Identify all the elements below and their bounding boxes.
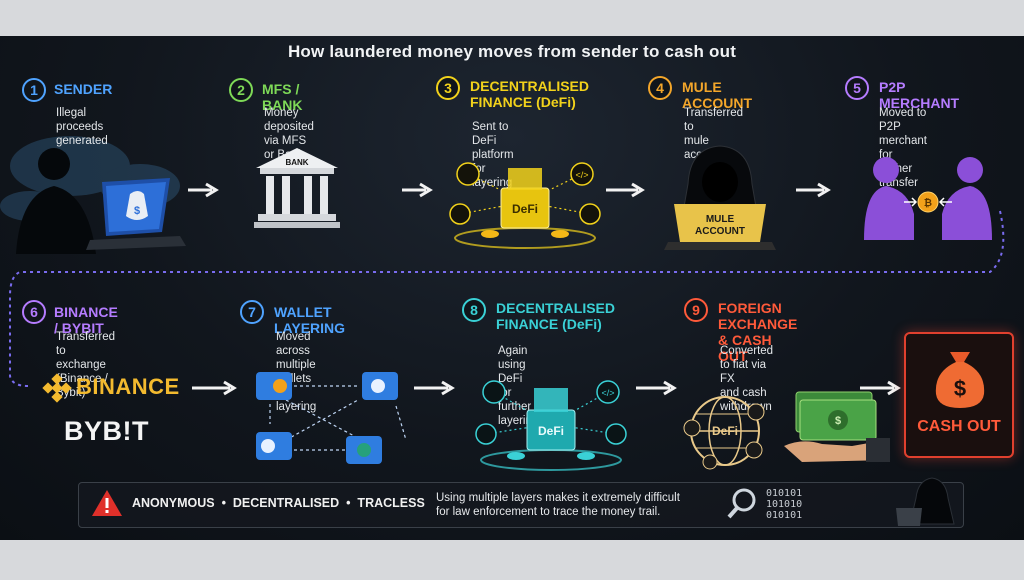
hooded-hacker-icon [896, 477, 955, 526]
step-description: Money deposited via MFS or Bank [264, 106, 314, 162]
mule-account-sign: MULE ACCOUNT [680, 214, 760, 238]
poster: How laundered money moves from sender to… [0, 36, 1024, 540]
warning-bar [78, 482, 964, 528]
svg-text:$: $ [134, 205, 140, 217]
flow-arrow [860, 380, 901, 396]
step-number-badge: 7 [240, 300, 264, 324]
fx-defi-label: DeFi [711, 424, 738, 438]
hooded-figure-laptop-icon [664, 145, 776, 250]
binary-line: 010101 [766, 488, 803, 499]
step-title: P2P MERCHANT [879, 79, 960, 111]
bank-building-icon [254, 148, 340, 228]
warning-keywords: ANONYMOUS • DECENTRALISED • TRACLESS [132, 496, 425, 510]
flow-arrow [606, 182, 645, 198]
step-title-line: & CASH OUT [718, 332, 772, 364]
warning-message-line: for law enforcement to trace the money t… [436, 506, 661, 518]
mule-sign-line: MULE [705, 214, 735, 225]
step-title-line: FINANCE (DeFi) [496, 316, 602, 332]
connector-row-link [9, 210, 1005, 387]
svg-text:$: $ [835, 415, 841, 427]
step-number-badge: 5 [845, 76, 869, 100]
step-title: SENDER [54, 81, 113, 97]
step-number-badge: 3 [436, 76, 460, 100]
wallet-network-icon [256, 372, 407, 464]
step-description: Illegal proceeds generated [56, 106, 108, 148]
defi-network-icon: </> [475, 380, 627, 471]
defi-network-icon: </> [449, 162, 601, 249]
step-number-badge: 4 [648, 76, 672, 100]
page-title: How laundered money moves from sender to… [287, 42, 737, 61]
step-description-line: Moved to P2P merchant [879, 107, 927, 147]
bybit-wordmark: BYB!T [64, 416, 149, 446]
flow-arrow [192, 380, 237, 396]
step-title: DECENTRALISED FINANCE (DeFi) [470, 78, 589, 110]
step-title: WALLET LAYERING [274, 304, 346, 336]
step-number-badge: 1 [22, 78, 46, 102]
p2p-exchange-icon: ₿ [864, 157, 992, 240]
step-title: MULE ACCOUNT [682, 79, 752, 111]
flow-arrow [796, 182, 831, 198]
step-number-badge: 8 [462, 298, 486, 322]
defi-label: DeFi [537, 424, 564, 438]
warning-triangle-icon [92, 490, 122, 516]
binance-logo-icon [42, 373, 72, 403]
step-description-line: Converted to fiat via FX [720, 345, 774, 385]
step-title-line: DECENTRALISED [496, 300, 616, 316]
svg-text:₿: ₿ [924, 197, 932, 209]
svg-text:</>: </> [601, 388, 614, 398]
binary-line: 010101 [766, 510, 803, 521]
hacker-laptop-icon: $ [16, 148, 186, 254]
step-description-line: Transferred to exchange [56, 331, 116, 371]
step-title-line: FINANCE (DeFi) [470, 94, 576, 110]
step-number-badge: 6 [22, 300, 46, 324]
warning-message-line: Using multiple layers makes it extremely… [436, 492, 680, 504]
step-description: Sent to DeFi platform for layering [472, 120, 514, 190]
step-title: DECENTRALISED FINANCE (DeFi) [496, 300, 615, 332]
step-description-line: Moved across multiple [276, 331, 316, 371]
step-number-badge: 2 [229, 78, 253, 102]
defi-label: DeFi [511, 202, 538, 216]
step-description: Transferred to exchange (Binance / Bybit… [56, 330, 115, 400]
binary-line: 101010 [766, 499, 803, 510]
globe-currency-icon [683, 396, 765, 470]
flow-arrow [636, 380, 677, 396]
flow-arrow [188, 182, 219, 198]
cash-handover-icon: $ [784, 391, 890, 462]
money-bag-icon: $ [935, 352, 985, 408]
binary-code: 010101 101010 010101 [766, 488, 802, 521]
mule-sign-line: ACCOUNT [695, 226, 745, 237]
step-description-line: Illegal proceeds [56, 107, 104, 133]
warning-message: Using multiple layers makes it extremely… [436, 491, 680, 519]
cash-out-label: CASH OUT [917, 418, 1001, 435]
step-description-line: Sent to DeFi platform [472, 121, 514, 161]
binance-wordmark: BINANCE [76, 374, 180, 399]
bank-sign-label: BANK [285, 158, 309, 167]
step-title: MFS / BANK [262, 81, 303, 113]
svg-text:$: $ [954, 376, 966, 401]
step-number-badge: 9 [684, 298, 708, 322]
step-description-line: Money deposited [264, 107, 314, 133]
cash-out-box: $ CASH OUT [904, 332, 1014, 458]
step-description-line: generated [56, 135, 108, 147]
step-description-line: Again using DeFi [498, 345, 528, 385]
svg-text:</>: </> [575, 170, 588, 180]
flow-arrow [402, 182, 433, 198]
step-title-line: DECENTRALISED [470, 78, 590, 94]
magnifier-icon [727, 488, 756, 519]
flow-arrow [414, 380, 455, 396]
step-title: FOREIGN EXCHANGE & CASH OUT [718, 300, 797, 364]
step-description-line: Transferred to [684, 107, 744, 133]
step-title: BINANCE / BYBIT [54, 304, 118, 336]
step-title-line: FOREIGN EXCHANGE [718, 300, 798, 332]
